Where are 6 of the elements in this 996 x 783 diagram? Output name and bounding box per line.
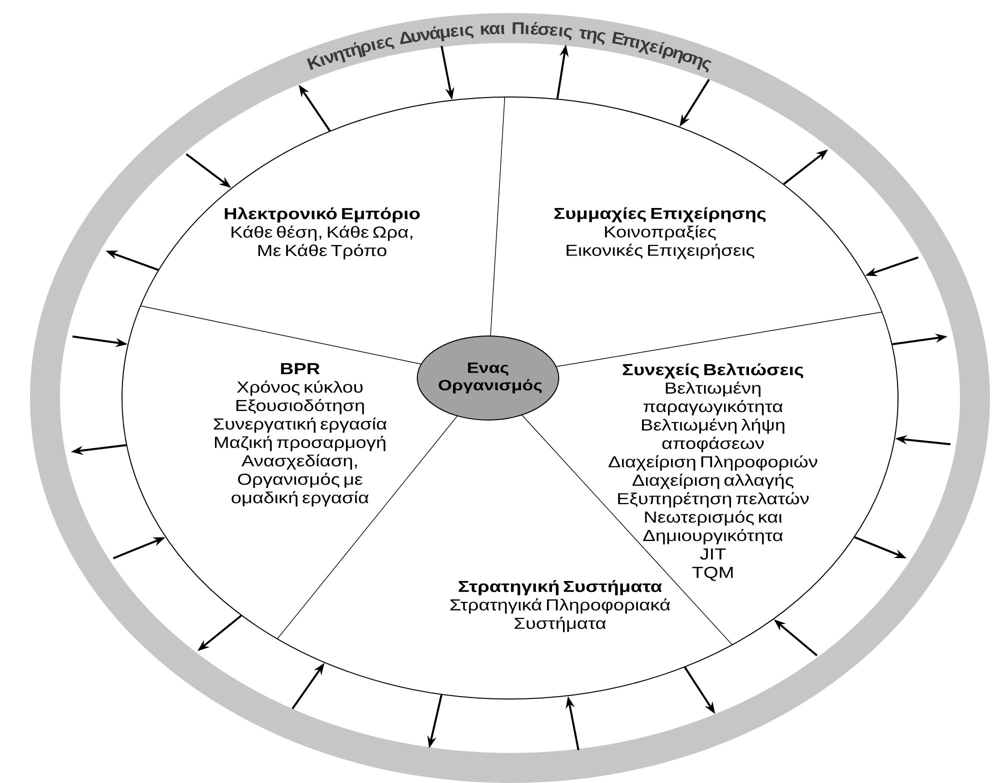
inner-disk [122,96,898,700]
sector-text: Συνεχείς Βελτιώσεις Βελτιωμένη παραγωγικότητα Βελτιωμένη λήψη αποφάσεων Διαχείριση Πληροφοριών Διαχείριση αλλαγής Εξυπηρέτηση πελατών Νεωτερισμός και Δημιουργικότητα JIT TQM [608,363,818,581]
sector-text: Ηλεκτρονικό Εμπόριο Κάθε θέση, Κάθε Ωρα, Με Κάθε Τρόπο [224,207,420,260]
sector-text: BPR Χρόνος κύκλου Εξουσιοδότηση Συνεργατική εργασία Μαζική προσαρμογή Ανασχεδίαση, Οργανισμός με ομαδική εργασία [214,363,387,506]
sector-text: Στρατηγική Συστήματα Στρατηγικά Πληροφοριακά Συστήματα [450,580,670,632]
sector-text: Συμμαχίες Επιχείρησης Κοινοπραξίες Εικονικές Επιχειρήσεις [554,207,766,260]
